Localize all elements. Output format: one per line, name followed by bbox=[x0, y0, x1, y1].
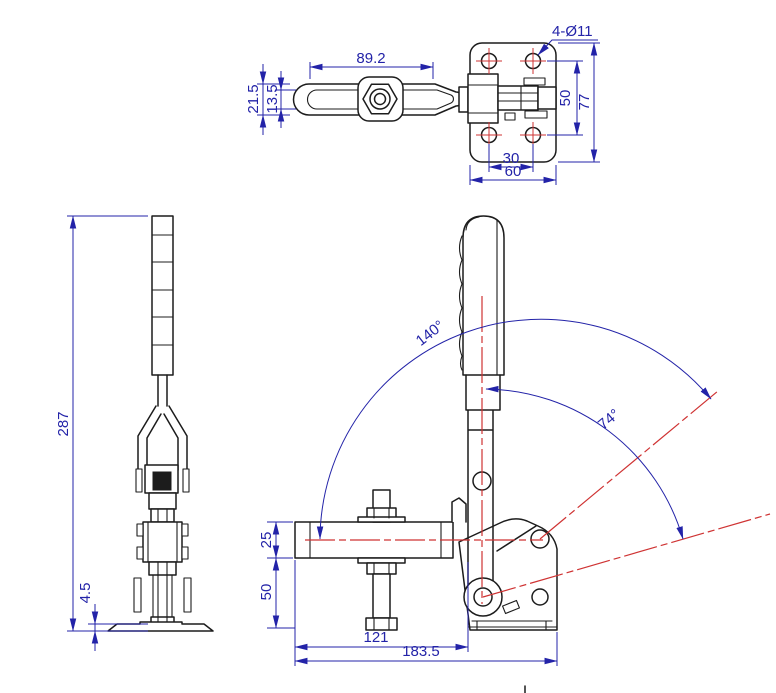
base-bracket-flange-lines bbox=[467, 620, 558, 631]
dim-bar-height: 25 bbox=[258, 532, 275, 549]
body-lug bbox=[136, 523, 144, 537]
handle-finger-grooves bbox=[458, 235, 463, 371]
hex-nut-lower-flats bbox=[157, 561, 168, 576]
dim-plate-width: 60 bbox=[505, 163, 522, 180]
pivot-block bbox=[467, 73, 499, 124]
link-bar-lines bbox=[497, 85, 539, 111]
spindle-nut-bottom bbox=[366, 562, 397, 575]
hex-nut-lower bbox=[148, 561, 177, 576]
dim-opening-angle: 140° bbox=[413, 317, 448, 350]
spindle-bore bbox=[373, 92, 387, 106]
handle-grip-segments bbox=[151, 234, 174, 346]
top-view: 89.2 21.5 13.5 4-Ø11 50 77 30 60 bbox=[245, 23, 600, 185]
body-lug bbox=[181, 523, 189, 537]
dim-bar-slot-width: 13.5 bbox=[264, 84, 281, 113]
dim-link-angle: 74° bbox=[595, 406, 623, 434]
dim-foot-clearance: 4.5 bbox=[77, 583, 94, 604]
handle-stem bbox=[157, 374, 168, 407]
neck-block bbox=[148, 492, 177, 510]
front-view-geometry bbox=[294, 215, 558, 693]
top-view-dimensions: 89.2 21.5 13.5 4-Ø11 50 77 30 60 bbox=[245, 23, 600, 185]
spindle-washer-top bbox=[357, 516, 406, 523]
side-view: 287 4.5 bbox=[55, 215, 214, 651]
body-lug bbox=[136, 546, 144, 560]
spindle-rod-side bbox=[152, 574, 173, 618]
fork-arms bbox=[137, 405, 188, 471]
base-flange-right bbox=[183, 577, 192, 613]
body-lug bbox=[181, 546, 189, 560]
spindle-nut-bottom-flats bbox=[373, 562, 390, 575]
toggle-link-edge bbox=[496, 525, 537, 552]
holes-leader-line bbox=[537, 39, 598, 56]
link-end-cap bbox=[537, 86, 557, 110]
hex-nut-upper-flats bbox=[157, 508, 168, 523]
dim-arm-outer-width: 21.5 bbox=[245, 84, 262, 113]
base-foot bbox=[107, 621, 214, 632]
side-tab-right bbox=[182, 468, 190, 493]
dim-hole-pitch-short: 30 bbox=[503, 150, 520, 167]
handle-grip bbox=[462, 215, 505, 376]
side-view-dimensions: 287 4.5 bbox=[55, 215, 148, 651]
spindle-shaft-bottom bbox=[372, 573, 391, 619]
link-tab-top bbox=[523, 77, 546, 86]
side-view-geometry bbox=[107, 215, 214, 632]
link-bar bbox=[497, 85, 539, 111]
dim-overall-height: 287 bbox=[55, 411, 72, 436]
ext-lines-287 bbox=[67, 215, 148, 632]
spindle-foot-flats bbox=[373, 617, 390, 631]
open-position-centerline bbox=[539, 390, 719, 540]
top-view-centerlines bbox=[476, 48, 546, 148]
front-view: 140° 74° 25 50 121 183.5 bbox=[258, 215, 771, 693]
bracket-hole bbox=[531, 588, 549, 606]
dim-mounting-holes: 4-Ø11 bbox=[552, 23, 593, 40]
base-flange-left bbox=[133, 577, 142, 613]
handle-side bbox=[151, 215, 174, 376]
dim-base-height: 50 bbox=[258, 584, 275, 601]
dim-bar-reach: 121 bbox=[363, 629, 388, 646]
top-view-geometry bbox=[292, 42, 557, 163]
angle-arc-140 bbox=[316, 318, 712, 540]
hex-nut-upper bbox=[150, 508, 175, 523]
pivot-pad bbox=[152, 471, 172, 491]
link-tab-bottom bbox=[524, 110, 548, 119]
link-position-centerline bbox=[482, 513, 771, 598]
pivot-block-lines bbox=[467, 84, 499, 114]
handle-grip-inner-line bbox=[465, 216, 498, 376]
dim-arm-length: 89.2 bbox=[356, 50, 385, 67]
hole-crosshairs bbox=[476, 48, 546, 148]
side-tab-left bbox=[135, 468, 143, 493]
dim-hole-pitch-long: 50 bbox=[557, 90, 574, 107]
bracket-slot bbox=[501, 599, 521, 615]
dim-overall-length: 183.5 bbox=[402, 643, 440, 660]
angle-arc-74 bbox=[485, 385, 684, 540]
dim-plate-length: 77 bbox=[576, 94, 593, 111]
clevis-pin bbox=[458, 86, 469, 113]
block-tab bbox=[504, 112, 516, 121]
ext-lines-25 bbox=[267, 521, 293, 559]
arm-slot bbox=[306, 89, 454, 110]
bar-retainer-tab bbox=[451, 497, 467, 523]
body-block bbox=[142, 521, 183, 563]
body-block-lines bbox=[147, 521, 178, 563]
